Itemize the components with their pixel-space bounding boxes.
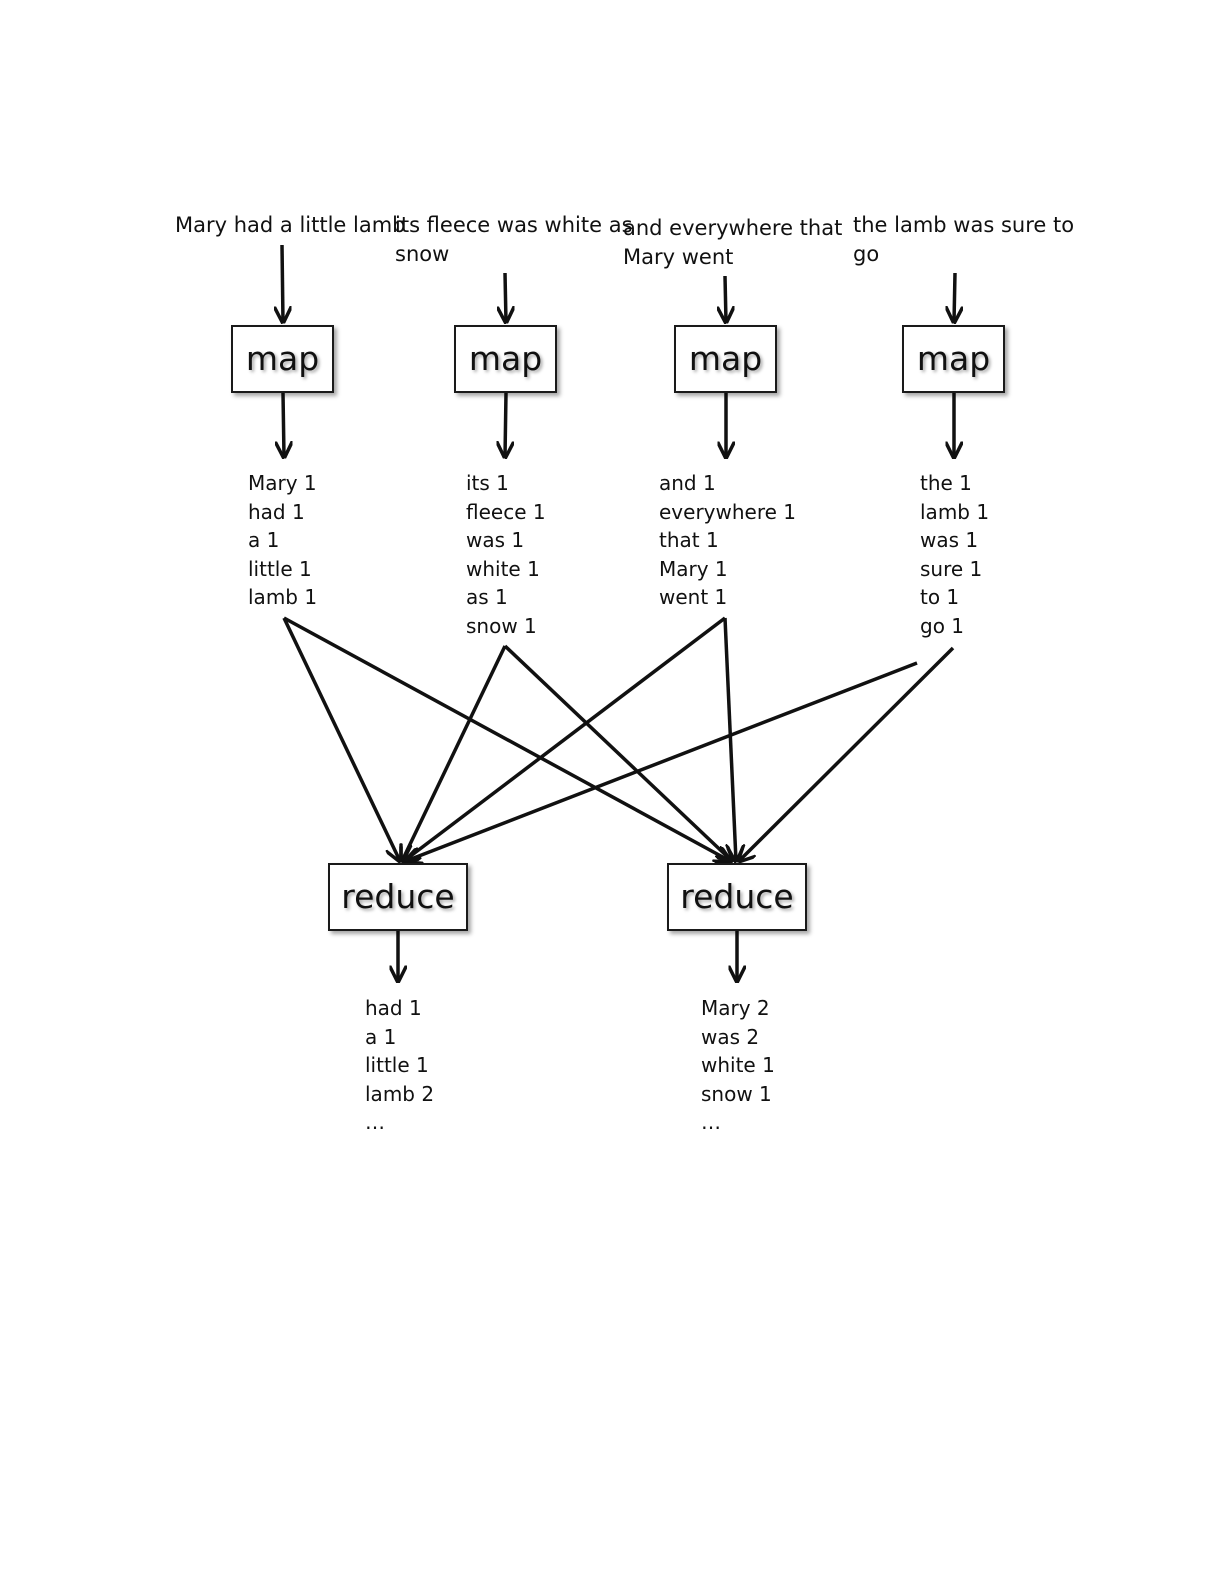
reduce-output-1: had 1 a 1 little 1 lamb 2 … — [365, 994, 434, 1137]
map-box-1: map — [231, 325, 334, 393]
map-box-4: map — [902, 325, 1005, 393]
map-label: map — [468, 338, 543, 378]
reduce-output-2: Mary 2 was 2 white 1 snow 1 … — [701, 994, 775, 1137]
arrow-output-4-to-reduce-2 — [739, 646, 955, 861]
list-item: had 1 — [248, 499, 305, 524]
list-item: had 1 — [365, 996, 422, 1020]
arrow-map-1-to-output-1 — [283, 392, 284, 457]
map-output-3: and 1 everywhere 1 that 1 Mary 1 went 1 — [659, 469, 796, 612]
arrow-input-3-to-map-3 — [725, 275, 726, 322]
list-item: lamb 2 — [365, 1081, 435, 1106]
list-item: the 1 — [920, 471, 972, 495]
list-item: … — [365, 1110, 385, 1135]
list-item: sure 1 — [920, 556, 983, 581]
list-item: was 2 — [701, 1024, 760, 1049]
list-item: lamb 1 — [248, 585, 318, 610]
list-item: lamb 1 — [920, 499, 990, 524]
reduce-label: reduce — [341, 876, 455, 916]
reduce-label: reduce — [680, 876, 794, 916]
list-item: to 1 — [920, 585, 960, 610]
map-label: map — [245, 338, 320, 378]
list-item: its 1 — [466, 471, 509, 495]
map-box-2: map — [454, 325, 557, 393]
list-item: a 1 — [365, 1024, 397, 1049]
list-item: a 1 — [248, 528, 280, 553]
list-item: little 1 — [248, 556, 312, 581]
input-sentence-2: its fleece was white as snow — [395, 213, 633, 266]
list-item: go 1 — [920, 613, 965, 638]
map-label: map — [916, 338, 991, 378]
map-output-1: Mary 1 had 1 a 1 little 1 lamb 1 — [248, 469, 317, 612]
arrow-input-2-to-map-2 — [505, 272, 506, 322]
map-box-3: map — [674, 325, 777, 393]
list-item: Mary 2 — [701, 996, 770, 1020]
list-item: Mary 1 — [248, 471, 317, 495]
list-item: … — [701, 1110, 721, 1135]
list-item: as 1 — [466, 585, 508, 610]
arrow-output-2-to-reduce-2 — [503, 644, 732, 861]
input-sentence-3: and everywhere that Mary went — [623, 216, 843, 269]
list-item: white 1 — [701, 1053, 775, 1078]
list-item: and 1 — [659, 471, 716, 495]
list-item: that 1 — [659, 528, 719, 553]
input-sentence-4: the lamb was sure to go — [853, 213, 1075, 266]
map-output-4: the 1 lamb 1 was 1 sure 1 to 1 go 1 — [920, 469, 989, 641]
arrow-output-1-to-reduce-2 — [283, 616, 730, 861]
map-label: map — [688, 338, 763, 378]
list-item: fleece 1 — [466, 499, 546, 524]
list-item: went 1 — [659, 585, 728, 610]
input-sentence-1: Mary had a little lamb — [175, 213, 406, 237]
arrow-input-4-to-map-4 — [954, 272, 955, 322]
list-item: was 1 — [466, 528, 525, 553]
reduce-box-2: reduce — [667, 863, 807, 931]
arrow-output-3-to-reduce-1 — [404, 616, 727, 861]
arrow-output-2-to-reduce-1 — [402, 645, 507, 861]
map-output-2: its 1 fleece 1 was 1 white 1 as 1 snow 1 — [466, 469, 546, 641]
list-item: snow 1 — [466, 613, 537, 638]
arrow-map-2-to-output-2 — [505, 392, 506, 457]
arrow-output-3-to-reduce-2 — [723, 617, 736, 861]
list-item: snow 1 — [701, 1081, 772, 1106]
arrow-input-1-to-map-1 — [282, 244, 283, 322]
list-item: white 1 — [466, 556, 540, 581]
arrow-output-4-to-reduce-1 — [406, 661, 918, 861]
list-item: everywhere 1 — [659, 499, 797, 524]
list-item: Mary 1 — [659, 556, 728, 581]
list-item: little 1 — [365, 1053, 429, 1078]
arrow-output-1-to-reduce-1 — [282, 617, 400, 861]
reduce-box-1: reduce — [328, 863, 468, 931]
list-item: was 1 — [920, 528, 979, 553]
